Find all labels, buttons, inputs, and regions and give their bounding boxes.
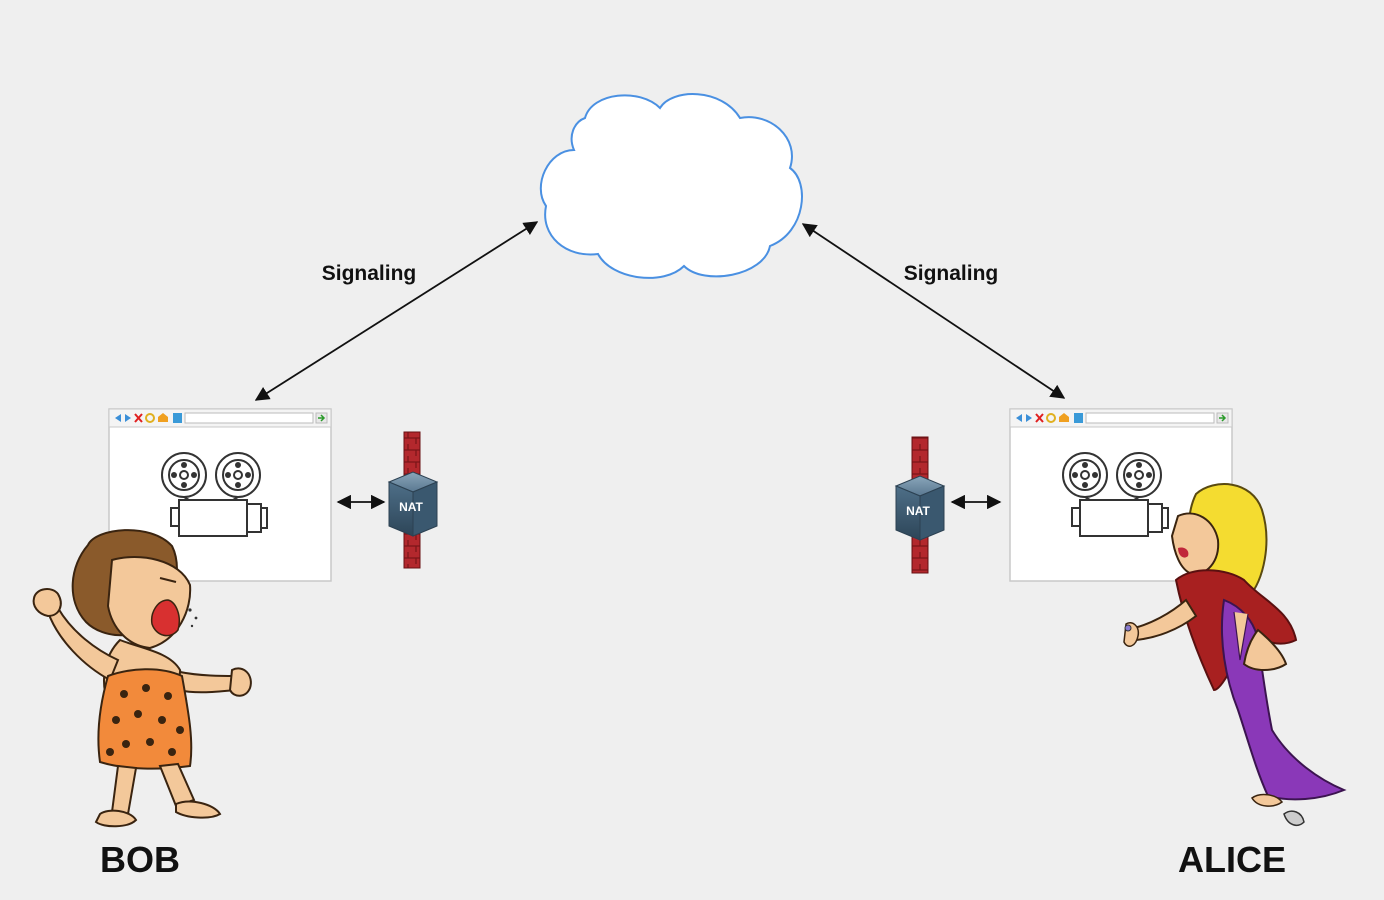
signaling-arrow-right	[801, 223, 1066, 399]
nat-label-right: NAT	[906, 504, 930, 518]
alice-label: ALICE	[1178, 839, 1286, 880]
left-nat-router-icon: NAT	[388, 471, 438, 537]
nat-label-left: NAT	[399, 500, 423, 514]
signaling-label-left: Signaling	[322, 262, 417, 285]
signaling-server-cloud-icon	[539, 93, 803, 279]
bob-caveman-illustration	[32, 529, 252, 828]
signaling-arrow-left	[254, 221, 539, 401]
right-nat-router-icon: NAT	[895, 475, 945, 541]
signaling-label-right: Signaling	[904, 262, 999, 285]
alice-woman-illustration	[1123, 483, 1347, 827]
bob-label: BOB	[100, 839, 180, 880]
